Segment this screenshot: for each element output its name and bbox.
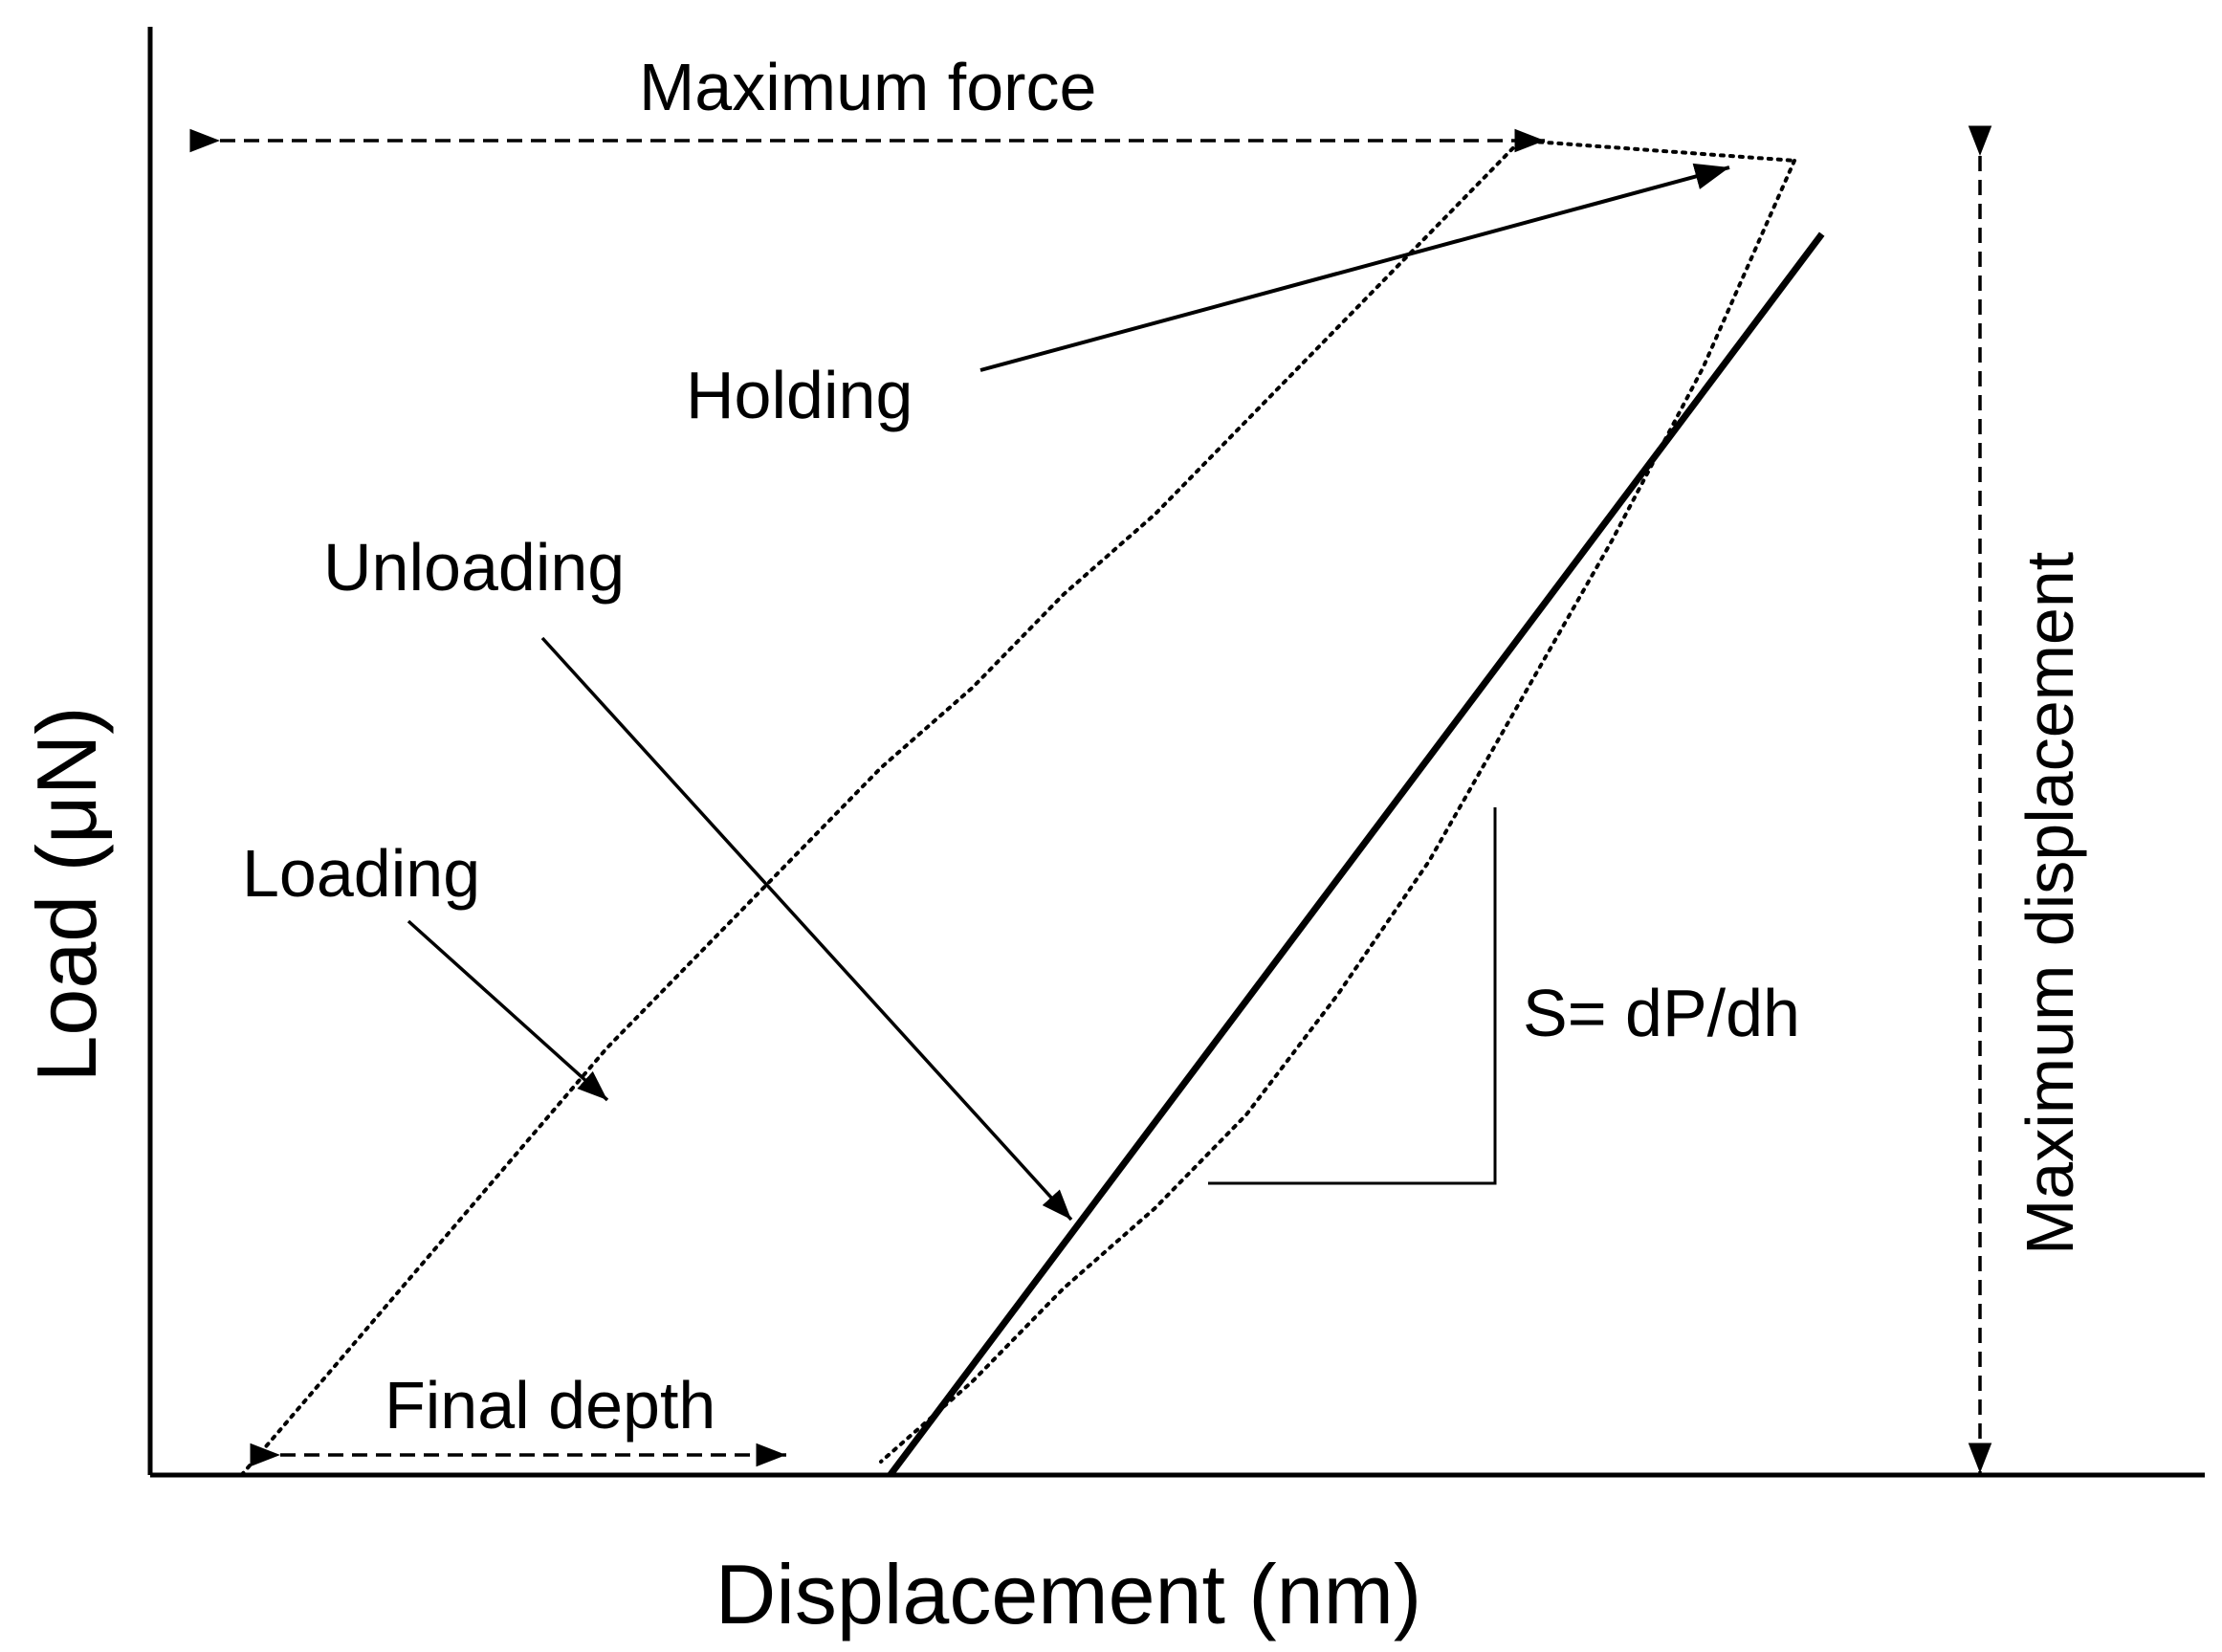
loading-arrow — [407, 919, 609, 1102]
max-displacement-label: Maximum displacement — [2013, 552, 2087, 1255]
x-axis-title: Displacement (nm) — [715, 1547, 1421, 1641]
stiffness-label: S= dP/dh — [1523, 976, 1800, 1050]
series-layer — [239, 139, 1825, 1478]
slope-triangle — [1208, 807, 1497, 1185]
loading-label: Loading — [242, 836, 480, 911]
holding-label: Holding — [686, 358, 913, 432]
series-unloading — [879, 158, 1796, 1464]
max-force-label: Maximum force — [639, 50, 1096, 124]
y-axis-title: Load (μN) — [19, 706, 114, 1082]
unloading-label: Unloading — [323, 530, 625, 605]
series-unloading-fit — [887, 231, 1825, 1478]
series-holding — [1518, 139, 1796, 163]
unloading-arrow — [540, 636, 1073, 1222]
series-loading — [239, 139, 1523, 1477]
final-depth-label: Final depth — [385, 1368, 715, 1443]
holding-arrow — [979, 163, 1730, 372]
